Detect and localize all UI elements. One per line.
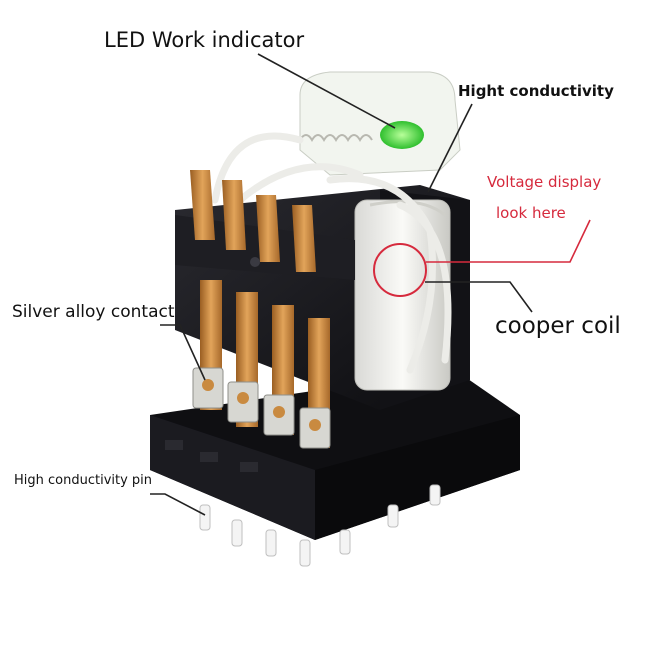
copper-coil-label: cooper coil xyxy=(495,313,621,339)
copper-tabs xyxy=(190,170,316,272)
conductivity-pins xyxy=(199,484,441,567)
indicator-holder xyxy=(299,71,461,176)
high-conductivity-label: Hight conductivity xyxy=(458,82,614,100)
voltage-look-here-label: look here xyxy=(496,204,566,222)
led-indicator xyxy=(380,121,424,149)
conductivity-pin-label: High conductivity pin xyxy=(14,473,153,488)
led-indicator-label: LED Work indicator xyxy=(104,28,305,52)
voltage-highlight-circle xyxy=(373,243,427,297)
voltage-display-label: Voltage display xyxy=(487,173,602,191)
silver-alloy-contacts xyxy=(192,280,331,449)
silver-contact-label: Silver alloy contact xyxy=(12,302,175,322)
callout-lines xyxy=(150,53,591,516)
white-wires xyxy=(211,132,452,374)
